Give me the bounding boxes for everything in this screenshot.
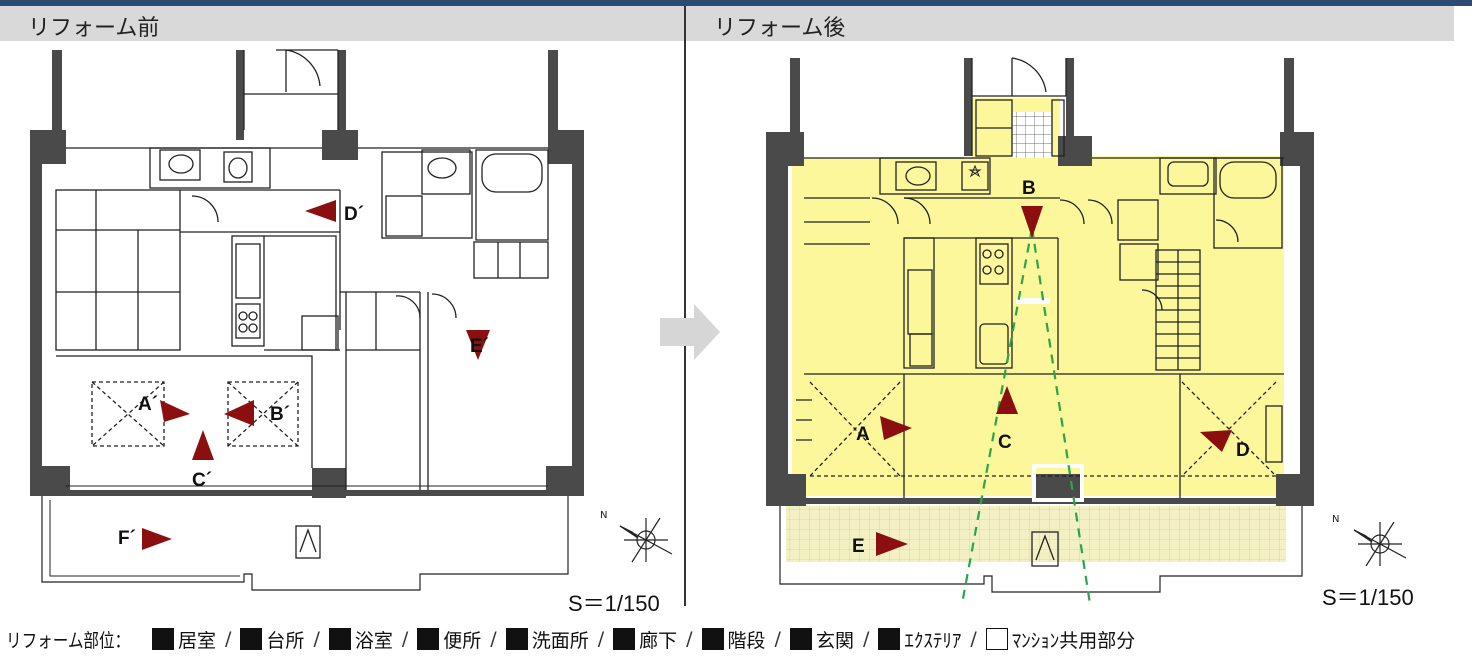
legend-label: 玄関	[815, 629, 854, 652]
legend-swatch	[789, 628, 812, 650]
marker-a-after: A	[856, 424, 870, 445]
legend-label: 廊下	[639, 629, 678, 652]
header-after-label: リフォーム後	[714, 16, 846, 41]
header-after: リフォーム後	[686, 6, 1454, 41]
legend-swatch	[417, 628, 440, 650]
legend: リフォーム部位： 居室 / 台所 / 浴室 / 便所 / 洗面所 / 廊下 / …	[6, 622, 1466, 656]
legend-label: 居室	[178, 629, 217, 652]
legend-item: 台所	[240, 626, 304, 653]
marker-d-after: D	[1236, 440, 1250, 461]
legend-item: ｴｸｽﾃﾘｱ	[878, 626, 961, 653]
legend-item: 浴室	[328, 626, 393, 653]
legend-label: 便所	[443, 629, 482, 652]
legend-label: 浴室	[354, 629, 393, 652]
legend-sep: /	[313, 628, 320, 650]
legend-item: ﾏﾝｼｮﾝ共用部分	[985, 626, 1136, 653]
marker-c-before: C´	[192, 470, 212, 491]
legend-sep: /	[225, 628, 232, 650]
arrow-e-before	[466, 330, 490, 360]
legend-label: 台所	[266, 629, 305, 652]
top-accent-bar	[0, 0, 1472, 6]
legend-item: 洗面所	[505, 626, 589, 653]
svg-text:N: N	[1332, 514, 1339, 525]
legend-sep: /	[597, 628, 605, 650]
arrow-b-before	[224, 400, 254, 426]
marker-b-after: B	[1022, 178, 1036, 199]
arrow-d-after	[1200, 430, 1232, 452]
legend-item: 廊下	[613, 626, 677, 653]
legend-label: ｴｸｽﾃﾘｱ	[904, 629, 962, 652]
svg-text:N: N	[600, 510, 607, 521]
header-before: リフォーム前	[0, 6, 684, 41]
legend-swatch	[240, 628, 263, 650]
legend-sep: /	[774, 628, 781, 650]
panel-divider	[684, 6, 686, 606]
legend-item: 居室	[152, 626, 216, 653]
marker-a-before: A´	[138, 394, 158, 415]
compass-before-icon: N	[600, 510, 673, 563]
legend-title: リフォーム部位：	[6, 629, 131, 652]
marker-f-before: F´	[118, 528, 136, 549]
plan-after-lines	[766, 57, 1314, 593]
marker-c-after: C	[998, 432, 1012, 453]
arrow-c-before	[192, 430, 214, 460]
legend-sep: /	[686, 628, 693, 650]
plan-before	[30, 49, 584, 591]
arrow-a-after	[880, 416, 912, 440]
legend-swatch	[613, 628, 636, 650]
arrow-d-before	[305, 200, 336, 222]
legend-swatch	[505, 628, 528, 650]
before-labels: D´ E´ A´ B´ C´ F´	[118, 204, 489, 549]
before-view-arrows	[142, 200, 490, 550]
before-walls	[30, 50, 584, 498]
legend-swatch-empty	[985, 628, 1008, 650]
legend-swatch	[328, 628, 351, 650]
arrow-b-after	[1021, 206, 1043, 238]
transition-arrow-icon	[660, 304, 720, 360]
legend-swatch	[152, 628, 174, 650]
legend-label: ﾏﾝｼｮﾝ共用部分	[1011, 629, 1136, 652]
marker-e-before: E´	[470, 336, 489, 357]
after-walls	[766, 58, 1314, 506]
arrow-c-after	[996, 386, 1018, 414]
legend-item: 玄関	[789, 626, 854, 653]
scale-after: S＝1/150	[1322, 585, 1414, 610]
legend-swatch	[878, 628, 901, 650]
arrow-f-before	[142, 528, 172, 550]
legend-sep: /	[970, 628, 977, 650]
legend-label: 洗面所	[531, 629, 589, 652]
marker-b-before: B´	[270, 404, 290, 425]
after-labels: B A C D E	[852, 178, 1250, 557]
legend-label: 階段	[727, 629, 766, 652]
legend-sep: /	[401, 628, 409, 650]
legend-sep: /	[862, 628, 870, 650]
legend-item: 階段	[701, 626, 766, 653]
scale-before: S＝1/150	[568, 591, 660, 616]
arrow-a-before	[160, 400, 190, 422]
marker-e-after: E	[852, 536, 865, 557]
compass-after-icon: N	[1332, 514, 1407, 567]
legend-item: 便所	[417, 626, 481, 653]
marker-d-before: D´	[344, 204, 364, 225]
legend-sep: /	[490, 628, 497, 650]
legend-swatch	[701, 628, 724, 650]
arrow-e-after	[876, 532, 908, 556]
after-view-arrows	[876, 206, 1232, 556]
header-before-label: リフォーム前	[28, 16, 160, 41]
